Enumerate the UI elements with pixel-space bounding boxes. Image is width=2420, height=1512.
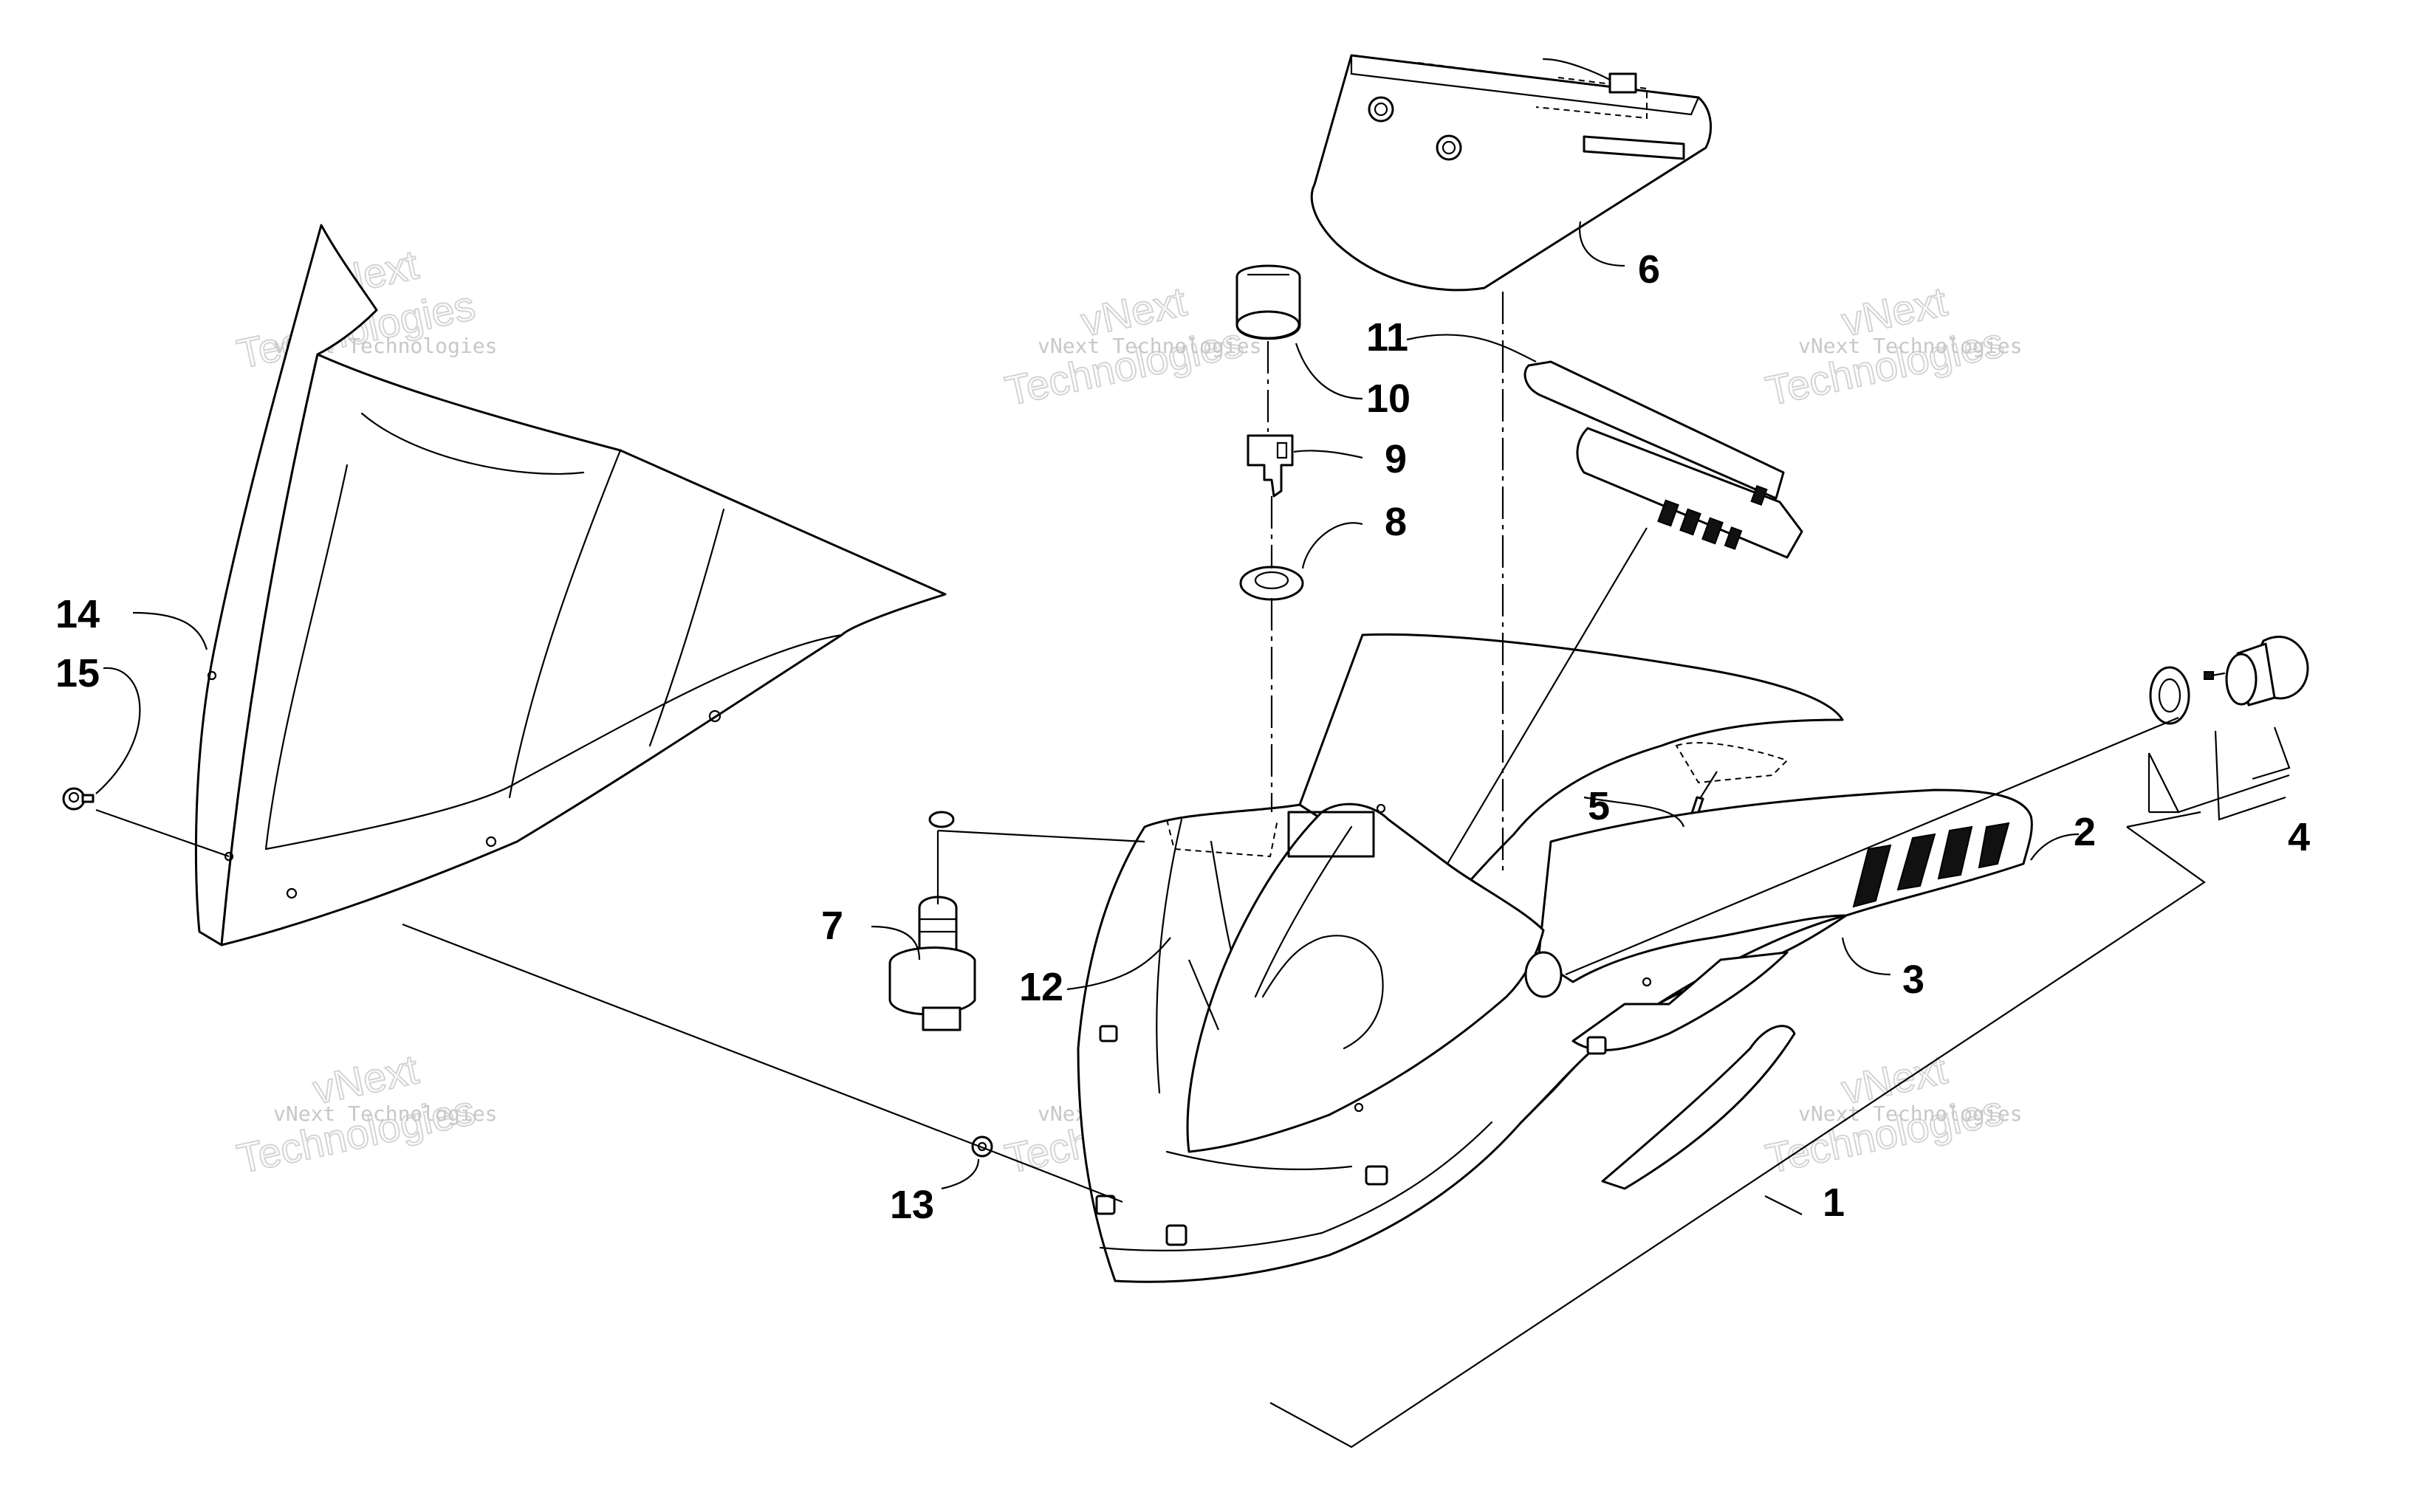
windshield-part [194, 224, 947, 946]
watermark-text: vNext Technologies [273, 1102, 497, 1126]
instrument-hood-part [1310, 54, 1713, 292]
callout-3: 3 [1902, 958, 1924, 1002]
callout-9: 9 [1385, 437, 1407, 481]
callout-11: 11 [1366, 315, 1408, 360]
watermark-text: vNext Technologies [1798, 1102, 2022, 1126]
callout-15: 15 [55, 651, 100, 695]
grommet-part [1239, 566, 1304, 601]
callout-10: 10 [1366, 377, 1410, 421]
watermark-text: vNext Technologies [1798, 334, 2022, 358]
callout-2: 2 [2074, 810, 2096, 854]
windshield-screw-part [62, 787, 95, 811]
power-outlet-part [2149, 636, 2309, 725]
ignition-cap-part [1235, 264, 1301, 340]
callout-4: 4 [2288, 815, 2310, 859]
callout-labels: 1 2 3 4 5 6 7 8 9 10 11 12 13 14 15 [55, 247, 2310, 1227]
switch-part [888, 896, 976, 1031]
callout-14: 14 [55, 592, 100, 636]
callout-6: 6 [1638, 247, 1660, 292]
key-part [1247, 434, 1294, 498]
callout-7: 7 [821, 904, 843, 948]
callout-13: 13 [890, 1183, 934, 1227]
callout-5: 5 [1588, 784, 1610, 828]
callout-leaders [95, 221, 2080, 1190]
watermark-text: vNext Technologies [1038, 334, 1261, 358]
gauge-display-part [1523, 360, 1803, 559]
callout-1: 1 [1823, 1181, 1845, 1225]
hood-part [1077, 633, 2033, 1283]
callout-12: 12 [1019, 965, 1063, 1009]
windshield-nut-part [971, 1135, 993, 1158]
leader-lines [95, 292, 2291, 1449]
callout-8: 8 [1385, 500, 1407, 544]
